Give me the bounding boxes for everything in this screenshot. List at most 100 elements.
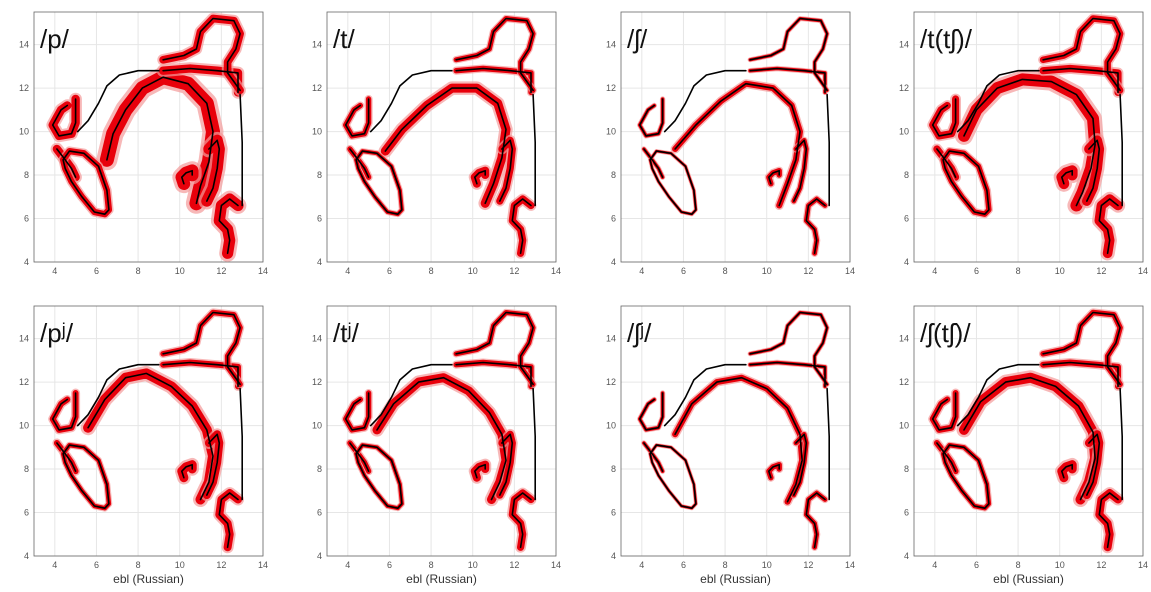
x-tick-label: 8 (429, 560, 434, 570)
y-tick-label: 4 (611, 551, 616, 561)
tongue-contour (963, 78, 1096, 207)
x-axis-label: ebl (Russian) (700, 572, 771, 586)
tongue-contour (87, 372, 214, 501)
contour-upperLip (931, 98, 957, 137)
contour-upperLip (344, 392, 370, 431)
x-tick-label: 10 (1055, 560, 1065, 570)
y-tick-label: 12 (19, 83, 29, 93)
contour-hyoid (1061, 169, 1073, 185)
y-tick-label: 14 (899, 40, 909, 50)
x-tick-label: 6 (681, 560, 686, 570)
tongue-contour (674, 376, 803, 503)
contour-jaw (62, 150, 110, 215)
panel-title: /p/ (40, 24, 70, 54)
contour-epiglot (498, 139, 514, 202)
contour-palate (663, 363, 747, 427)
contour-palate (369, 69, 453, 133)
contour-hyoid (473, 169, 487, 185)
y-tick-label: 10 (606, 127, 616, 137)
contour-hyoid (473, 463, 487, 479)
y-tick-label: 6 (24, 508, 29, 518)
x-tick-label: 14 (551, 266, 561, 276)
contour-hyoid (767, 169, 781, 185)
x-tick-label: 12 (803, 560, 813, 570)
contour-palate (76, 69, 160, 133)
x-tick-label: 8 (723, 560, 728, 570)
x-tick-label: 12 (1096, 266, 1106, 276)
contour-lowLip (643, 148, 664, 178)
y-tick-label: 4 (904, 551, 909, 561)
y-tick-label: 14 (606, 40, 616, 50)
contour-hyoid (181, 463, 193, 479)
panel-title: /ʃ(tʃ)/ (920, 318, 971, 348)
contour-larynx (511, 492, 532, 549)
contour-velum (749, 67, 826, 94)
x-tick-label: 10 (762, 560, 772, 570)
y-tick-label: 6 (24, 214, 29, 224)
y-tick-label: 6 (904, 508, 909, 518)
panel-title: /ʃ/ (627, 24, 648, 54)
contour-lowLip (56, 442, 77, 473)
x-tick-label: 8 (1016, 560, 1021, 570)
y-tick-label: 10 (899, 421, 909, 431)
y-tick-label: 14 (19, 40, 29, 50)
contour-velum (1042, 361, 1119, 388)
contour-epiglot (792, 433, 808, 496)
plot-frame (620, 11, 851, 263)
variability-band-outer (648, 443, 698, 511)
tongue-contour (384, 87, 507, 205)
contour-upperLip (638, 392, 664, 431)
contour-lowLip (936, 148, 957, 178)
panel-title: /t/ (333, 24, 355, 54)
panel-title: /ʃʲ/ (627, 318, 652, 348)
x-tick-label: 4 (52, 560, 57, 570)
x-tick-label: 4 (932, 560, 937, 570)
x-axis-label: ebl (Russian) (993, 572, 1064, 586)
x-tick-label: 6 (387, 266, 392, 276)
y-tick-label: 6 (611, 508, 616, 518)
variability-band-outer (648, 149, 698, 217)
x-tick-label: 12 (216, 266, 226, 276)
contour-velum (749, 361, 826, 388)
contour-larynx (1098, 492, 1119, 549)
contour-nasal (1042, 17, 1121, 92)
tongue-contour (674, 82, 801, 207)
x-tick-label: 4 (345, 266, 350, 276)
y-tick-label: 14 (312, 40, 322, 50)
variability-band (99, 70, 220, 211)
x-tick-label: 6 (974, 266, 979, 276)
y-tick-label: 8 (611, 170, 616, 180)
x-tick-label: 4 (932, 266, 937, 276)
x-tick-label: 14 (1138, 560, 1148, 570)
x-tick-label: 6 (974, 560, 979, 570)
x-tick-label: 14 (258, 266, 268, 276)
contour-palate (663, 69, 747, 133)
plot-frame (326, 11, 557, 263)
y-tick-label: 12 (312, 377, 322, 387)
variability-band (380, 83, 511, 208)
y-tick-label: 8 (611, 464, 616, 474)
plot-frame (913, 11, 1144, 263)
y-tick-label: 12 (606, 83, 616, 93)
contour-lowLip (936, 442, 957, 473)
x-tick-label: 14 (258, 560, 268, 570)
x-tick-label: 8 (429, 266, 434, 276)
y-tick-label: 10 (606, 421, 616, 431)
y-tick-label: 10 (312, 127, 322, 137)
x-tick-label: 14 (551, 560, 561, 570)
contour-velum (162, 361, 239, 388)
y-tick-label: 4 (904, 257, 909, 267)
contour-epiglot (206, 139, 221, 202)
contour-pharWall (1119, 387, 1123, 501)
contour-jaw (355, 444, 403, 510)
plot-frame (326, 305, 557, 557)
contour-velum (455, 361, 532, 388)
contour-velum (455, 67, 532, 94)
tongue-contour (376, 376, 507, 501)
y-tick-label: 10 (19, 127, 29, 137)
y-tick-label: 8 (317, 170, 322, 180)
